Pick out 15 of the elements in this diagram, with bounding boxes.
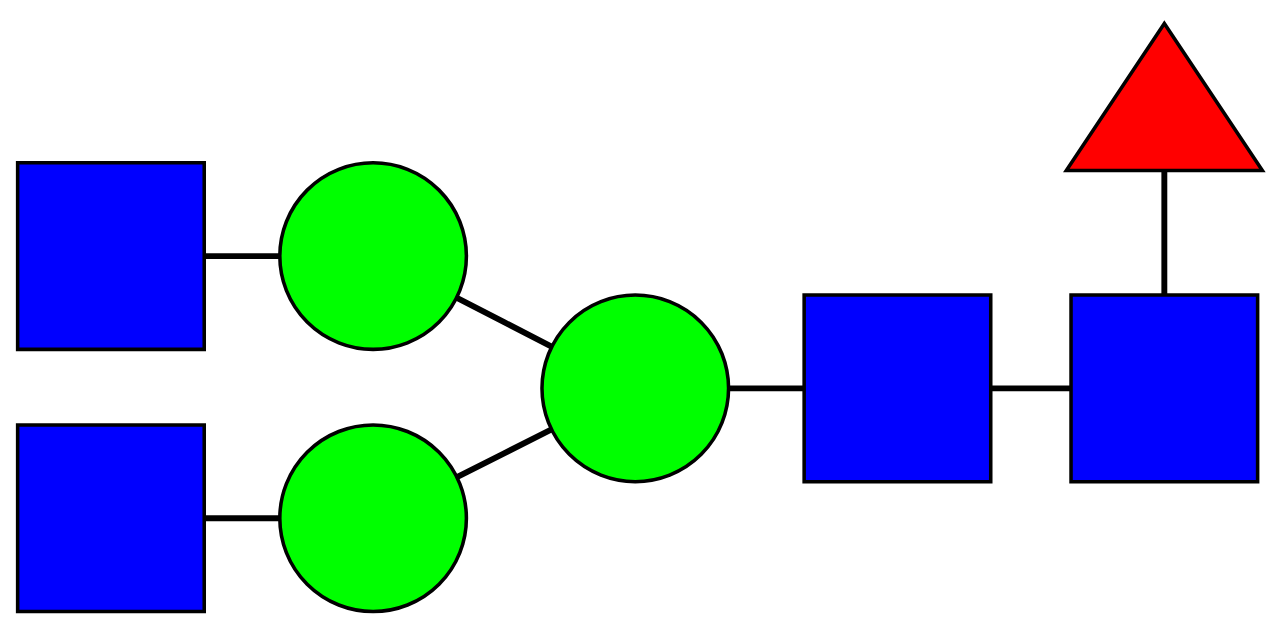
connector [204,515,280,522]
node-box [15,161,206,352]
node-box [802,293,993,484]
node-triangle [1063,20,1266,173]
connector [455,427,553,480]
connector [455,295,553,349]
connector [729,385,804,392]
node-circle [540,293,731,484]
node-box [15,423,206,614]
connector [204,253,280,260]
node-circle [278,423,469,614]
connector [1161,170,1168,295]
node-box [1069,293,1260,484]
node-circle [278,161,469,352]
connector [990,385,1071,392]
